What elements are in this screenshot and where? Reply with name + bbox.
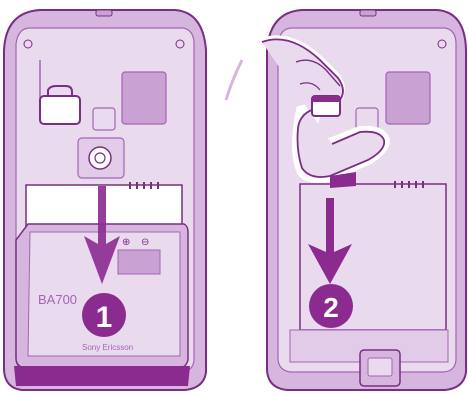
step-2-number: 2: [323, 292, 339, 323]
battery-model-label: BA700: [38, 292, 77, 307]
screw-icon: [176, 40, 184, 48]
battery-brand-label: Sony Ericsson: [82, 343, 133, 352]
battery-plus-terminal: ⊕: [122, 237, 130, 248]
step-1-number: 1: [96, 301, 113, 334]
memory-card-slot: [122, 72, 166, 124]
screw-icon: [438, 40, 446, 48]
step-1-panel: ⊕ ⊖ BA700 Sony Ericsson 1: [4, 10, 206, 390]
sim-card-slot: [40, 96, 80, 124]
screw-icon: [24, 40, 32, 48]
step-2-panel: 2: [226, 10, 466, 390]
battery-minus-terminal: ⊖: [141, 237, 149, 248]
